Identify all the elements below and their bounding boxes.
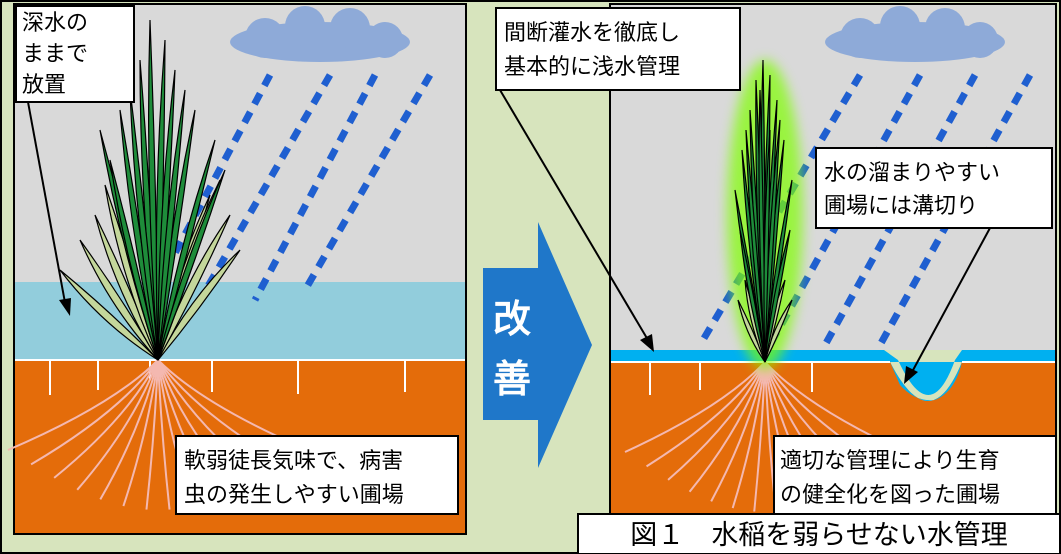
root-strand — [688, 361, 766, 493]
figure-title-group: 図１ 水稲を弱らせない水管理 — [577, 513, 1061, 554]
green-leaf — [157, 169, 226, 361]
right-cloud — [825, 6, 1005, 62]
left-caption-line-1: 軟弱徒長気味で、病害 — [184, 449, 403, 474]
green-leaf — [764, 229, 791, 363]
ditch-callout-pointer — [911, 227, 991, 373]
left-callout-box — [15, 5, 135, 103]
root-strand — [667, 361, 766, 481]
right-caption-line-2: の健全化を図った圃場 — [780, 483, 1000, 508]
left-caption: 軟弱徒長気味で、病害 虫の発生しやすい圃場 — [175, 435, 459, 515]
right-top-callout-line-1: 間断灌水を徹底し — [504, 21, 680, 46]
root-strand — [99, 359, 159, 500]
root-strand — [157, 359, 171, 510]
ditch-callout-line-2: 圃場には溝切り — [824, 194, 978, 219]
root-strand — [122, 359, 159, 507]
improvement-arrow: 改 善 — [483, 222, 592, 468]
ditch-callout-box — [815, 147, 1053, 229]
green-leaf — [157, 89, 186, 361]
root-strand — [710, 361, 766, 502]
figure-title-box — [577, 513, 1061, 554]
ditch-callout: 水の溜まりやすい 圃場には溝切り — [815, 147, 1053, 384]
right-rice-plant — [734, 59, 793, 363]
old-leaf — [79, 239, 159, 361]
root-strand — [753, 361, 766, 512]
improvement-char-2: 善 — [493, 357, 531, 401]
right-top-callout: 間断灌水を徹底し 基本的に浅水管理 — [495, 7, 741, 352]
green-leaf — [763, 129, 771, 363]
right-top-callout-pointer — [499, 89, 649, 341]
left-panel-frame — [13, 3, 467, 535]
figure-title: 図１ 水稲を弱らせない水管理 — [630, 520, 1007, 551]
green-leaf — [745, 129, 766, 363]
right-top-callout-line-2: 基本的に浅水管理 — [504, 55, 680, 80]
right-caption-box — [773, 435, 1057, 515]
root-strand — [30, 359, 159, 466]
right-caption: 適切な管理により生育 の健全化を図った圃場 — [773, 435, 1057, 515]
improvement-arrow-shape — [483, 222, 592, 468]
left-rice-plant — [59, 19, 241, 361]
left-callout-line-3: 放置 — [22, 73, 66, 98]
ditch-callout-arrowhead — [904, 366, 918, 384]
root-strand — [145, 359, 159, 510]
right-caption-line-1: 適切な管理により生育 — [780, 449, 1000, 474]
right-top-callout-box — [495, 7, 741, 91]
right-top-callout-arrowhead — [640, 334, 654, 352]
left-callout-arrowhead — [59, 298, 71, 316]
ditch-callout-line-1: 水の溜まりやすい — [824, 161, 1000, 186]
right-soil-cracks — [610, 361, 1056, 395]
root-strand — [624, 361, 766, 453]
left-caption-line-2: 虫の発生しやすい圃場 — [184, 483, 404, 508]
left-callout-line-2: ままで — [22, 42, 88, 67]
improvement-char-1: 改 — [493, 297, 531, 341]
green-leaf — [739, 229, 766, 363]
root-strand — [731, 361, 766, 509]
root-strand — [76, 359, 159, 491]
right-ditch-water — [890, 362, 962, 401]
left-callout-line-1: 深水の — [22, 11, 88, 36]
green-leaf — [109, 159, 159, 361]
green-leaf — [157, 139, 216, 361]
left-caption-box — [175, 435, 459, 515]
left-cloud — [230, 6, 410, 62]
old-leaf — [157, 249, 241, 361]
left-soil-cracks — [14, 359, 466, 395]
left-callout: 深水の ままで 放置 — [15, 5, 135, 316]
root-strand — [7, 359, 159, 451]
root-strand — [53, 359, 159, 479]
root-strand — [646, 361, 766, 468]
left-callout-pointer — [27, 101, 67, 309]
